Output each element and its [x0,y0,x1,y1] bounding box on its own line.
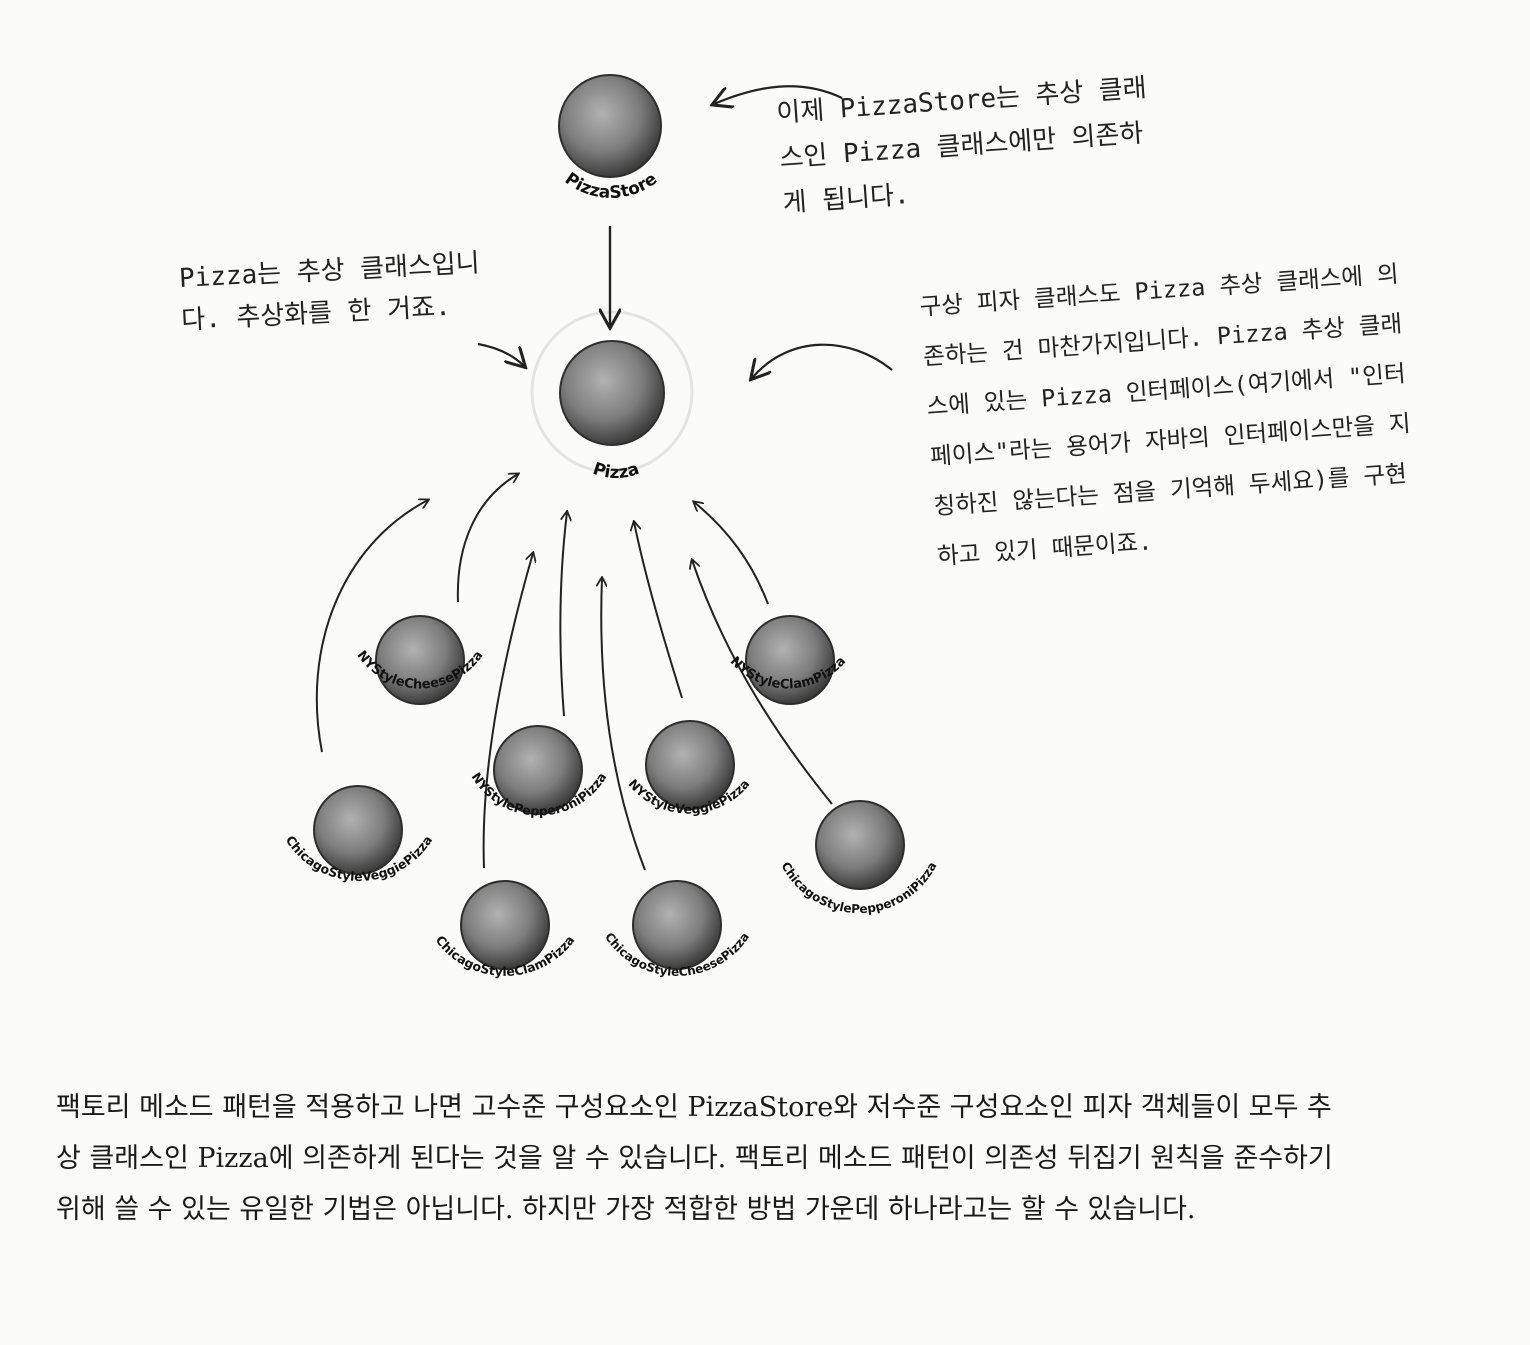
dependency-diagram: PizzaStore Pizza NYStyleCheesePizza NYSt… [283,74,940,979]
ny-clam-circle [745,615,835,705]
ny-cheese-circle [375,615,465,705]
node-pizzastore: PizzaStore [558,74,662,203]
edge-ny-cheese-to-pizza [456,474,518,603]
concrete-note-arrow [752,343,893,378]
edge-ny-pepperoni-to-pizza [559,512,567,717]
edge-ny-veggie-to-pizza [634,522,683,699]
chi-pepperoni-circle [815,800,905,890]
node-ny-clam: NYStyleClamPizza [727,615,849,705]
pizza-circle [559,340,665,446]
pizza-label: Pizza [590,459,641,483]
node-ny-veggie: NYStyleVeggiePizza [626,720,752,817]
concrete-pizza-annotation: 구상 피자 클래스도 Pizza 추상 클래스에 의 존하는 건 마찬가지입니다… [918,259,1412,571]
ny-veggie-circle [645,720,735,810]
chi-cheese-circle [632,880,722,970]
node-chi-cheese: ChicagoStyleCheesePizza [602,880,752,979]
chi-clam-circle [460,880,550,970]
node-ny-cheese: NYStyleCheesePizza [354,615,486,705]
chi-veggie-circle [313,785,403,875]
node-ny-pepperoni: NYStylePepperoniPizza [469,725,609,819]
edge-chi-cheese-to-pizza [601,578,646,871]
edge-chi-clam-to-pizza [482,553,533,869]
edge-ny-clam-to-pizza [694,502,769,605]
edge-chi-pepperoni-to-pizza [692,560,833,805]
annotation-arrows [477,85,893,378]
node-pizza: Pizza [559,340,665,483]
edge-chi-veggie-to-pizza [315,500,428,753]
node-chi-veggie: ChicagoStyleVeggiePizza [283,785,435,884]
pizzastore-circle [558,74,662,178]
caption-paragraph: 팩토리 메소드 패턴을 적용하고 나면 고수준 구성요소인 PizzaStore… [56,1092,1333,1225]
pizzastore-note-arrow [714,85,843,104]
pizza-note-arrow [477,342,524,366]
ny-pepperoni-circle [493,725,583,815]
node-chi-clam: ChicagoStyleClamPizza [433,880,577,979]
node-chi-pepperoni: ChicagoStylePepperoniPizza [778,800,940,916]
dependency-edges [315,226,833,871]
